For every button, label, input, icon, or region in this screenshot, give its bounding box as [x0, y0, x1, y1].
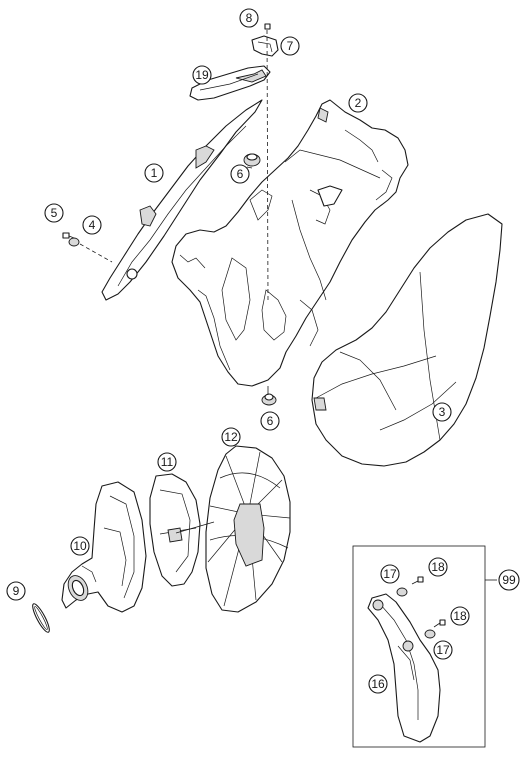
callout-8: 8	[239, 8, 259, 28]
screw-side	[62, 232, 75, 239]
kit-box	[352, 545, 497, 748]
svg-text:18: 18	[453, 609, 467, 623]
svg-text:12: 12	[224, 430, 238, 444]
callout-6-lower: 6	[260, 411, 280, 431]
filter-cage	[205, 445, 291, 613]
band-clamp	[32, 603, 50, 633]
callout-11: 11	[157, 452, 177, 472]
callout-16: 16	[368, 674, 388, 694]
callout-1: 1	[144, 163, 164, 183]
callout-99: 99	[498, 569, 520, 591]
washer-side	[68, 237, 80, 247]
svg-text:17: 17	[436, 643, 450, 657]
svg-text:10: 10	[73, 539, 87, 553]
svg-text:7: 7	[287, 39, 294, 53]
screw-kit-upper	[411, 576, 424, 585]
callout-18-lower: 18	[450, 606, 470, 626]
grommet-lower	[261, 393, 277, 406]
svg-text:17: 17	[383, 567, 397, 581]
intake-boot	[61, 481, 147, 613]
svg-text:19: 19	[195, 68, 209, 82]
svg-text:9: 9	[13, 584, 20, 598]
screw-top	[264, 23, 271, 30]
screw-kit-lower	[433, 619, 446, 628]
callout-17-upper: 17	[380, 564, 400, 584]
svg-text:6: 6	[237, 167, 244, 181]
svg-text:5: 5	[51, 206, 58, 220]
svg-text:11: 11	[161, 455, 174, 469]
callout-12: 12	[221, 427, 241, 447]
callout-5: 5	[44, 203, 64, 223]
svg-text:18: 18	[431, 560, 445, 574]
callout-6-upper: 6	[230, 164, 250, 184]
callout-3: 3	[432, 402, 452, 422]
callout-4: 4	[82, 215, 102, 235]
clip	[251, 35, 279, 57]
svg-text:99: 99	[502, 573, 516, 587]
callout-9: 9	[6, 581, 26, 601]
callout-7: 7	[280, 36, 300, 56]
callout-18-upper: 18	[428, 557, 448, 577]
airbox-frame	[171, 99, 409, 387]
svg-text:8: 8	[246, 11, 253, 25]
grommet-upper	[243, 153, 261, 167]
filter-support	[149, 473, 215, 587]
air-guide	[367, 593, 441, 743]
cover-panel	[311, 213, 503, 467]
svg-text:3: 3	[439, 405, 446, 419]
grommet-kit-lower	[424, 629, 436, 639]
svg-text:2: 2	[355, 96, 362, 110]
svg-text:16: 16	[371, 677, 385, 691]
grommet-kit-upper	[396, 587, 408, 597]
svg-text:6: 6	[267, 414, 274, 428]
top-hose	[189, 65, 271, 101]
svg-text:1: 1	[151, 166, 158, 180]
side-rail	[101, 99, 263, 301]
callout-17-lower: 17	[433, 640, 453, 660]
callout-10: 10	[70, 536, 90, 556]
callout-2: 2	[348, 93, 368, 113]
callout-19: 19	[192, 65, 212, 85]
leader-lines	[79, 29, 269, 395]
svg-text:4: 4	[89, 218, 96, 232]
